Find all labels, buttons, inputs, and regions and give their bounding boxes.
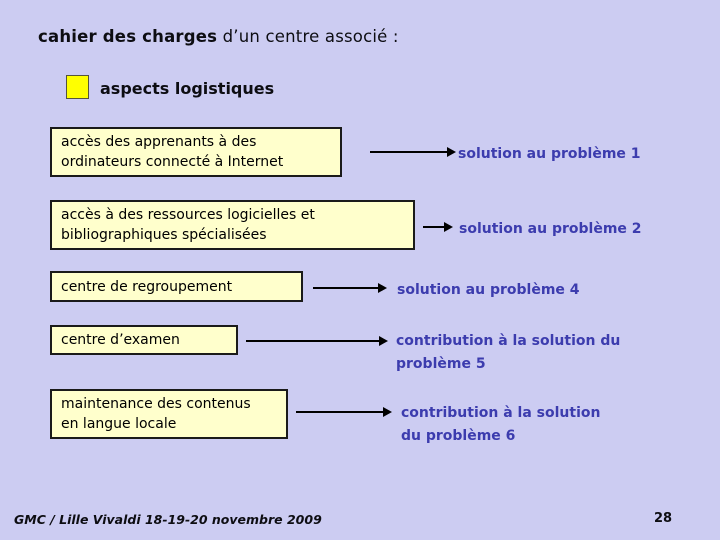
page-number: 28 — [654, 511, 673, 526]
flow-box-acces-ordinateurs: accès des apprenants à des ordinateurs c… — [50, 127, 342, 177]
flow-box-ressources-logicielles: accès à des ressources logicielles et bi… — [50, 200, 415, 250]
arrow-2 — [423, 222, 453, 232]
arrow-4 — [246, 336, 388, 346]
slide-title-emphasis: cahier des charges — [38, 27, 218, 46]
arrow-1 — [370, 147, 456, 157]
arrow-3 — [313, 283, 387, 293]
flow-box-maintenance-contenus: maintenance des contenus en langue local… — [50, 389, 288, 439]
flow-box-centre-examen: centre d’examen — [50, 325, 238, 355]
flow-label-contribution-6: contribution à la solution du problème 6 — [401, 405, 601, 444]
arrow-5 — [296, 407, 392, 417]
legend-label: aspects logistiques — [100, 79, 275, 98]
flow-label-contribution-5: contribution à la solution du problème 5 — [396, 333, 621, 372]
flow-label-solution-2: solution au problème 2 — [459, 221, 642, 237]
slide-title-rest: d’un centre associé : — [217, 27, 399, 46]
flow-label-solution-1: solution au problème 1 — [458, 146, 641, 162]
flow-label-solution-4: solution au problème 4 — [397, 282, 580, 298]
legend-color-swatch — [66, 75, 89, 99]
slide-title: cahier des charges d’un centre associé : — [38, 27, 399, 46]
footer-event-info: GMC / Lille Vivaldi 18-19-20 novembre 20… — [14, 512, 322, 527]
flow-box-centre-regroupement: centre de regroupement — [50, 271, 303, 302]
